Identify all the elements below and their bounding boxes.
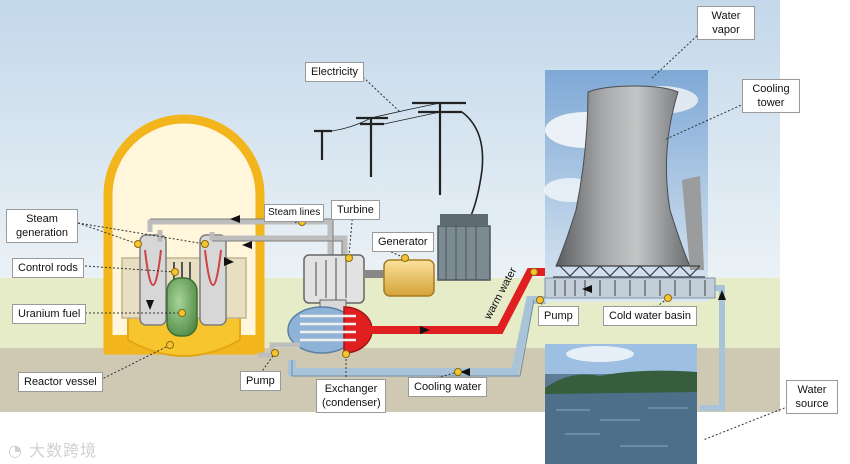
- exchanger-label: Exchanger (condenser): [316, 379, 386, 413]
- reactor-vessel-label: Reactor vessel: [18, 372, 103, 392]
- warm-water-pipe: [366, 268, 548, 334]
- steam-generator-units: [139, 234, 227, 326]
- uranium-fuel-label: Uranium fuel: [12, 304, 87, 324]
- water-source-pipe: [700, 285, 725, 411]
- generator-body: [383, 259, 435, 297]
- steam-generation-label: Steam generation: [6, 209, 78, 243]
- cooling-tower-label: Cooling tower: [742, 79, 800, 113]
- condensate-return-pipe: [258, 342, 300, 358]
- uranium-fuel-core: [166, 277, 198, 337]
- watermark-icon: ◔: [8, 441, 23, 460]
- turbine-label: Turbine: [331, 200, 380, 220]
- cooling-water-label: Cooling water: [408, 377, 488, 397]
- watermark-logo: ◔ 大数跨境: [8, 437, 97, 461]
- power-line-towers: [314, 101, 484, 219]
- bottom-margin: [0, 412, 545, 464]
- generator-label: Generator: [372, 232, 434, 252]
- watermark-text: 大数跨境: [29, 441, 98, 460]
- cooling-tower-shell: [555, 85, 691, 267]
- flow-arrows: [146, 215, 726, 376]
- electricity-label: Electricity: [305, 62, 365, 82]
- pump-left-label: Pump: [240, 371, 281, 391]
- steam-lines-label: Steam lines: [264, 204, 325, 222]
- turbine-housing: [303, 254, 365, 304]
- cold-water-basin-label: Cold water basin: [603, 306, 697, 326]
- cooling-tower-legs: [553, 265, 705, 278]
- water-source-label: Water source: [786, 380, 838, 414]
- pump-right-label: Pump: [538, 306, 579, 326]
- water-vapor-label: Water vapor: [697, 6, 755, 40]
- control-rods-label: Control rods: [12, 258, 84, 278]
